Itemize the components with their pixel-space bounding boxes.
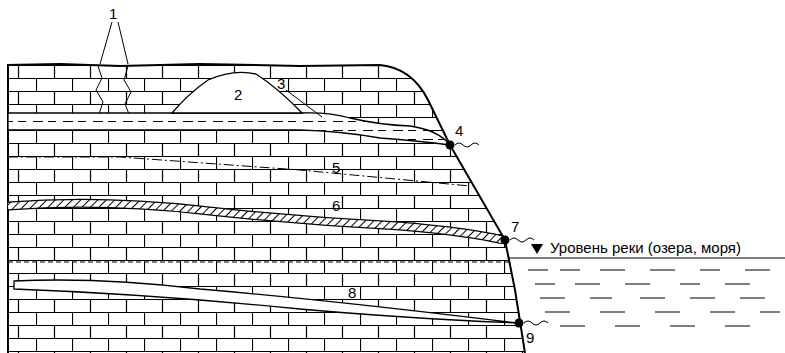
spring-flow bbox=[455, 143, 479, 147]
callout-number: 9 bbox=[526, 330, 534, 345]
level-triangle bbox=[531, 244, 543, 254]
karst-cave bbox=[172, 72, 302, 113]
fracture bbox=[96, 66, 103, 114]
leader-line bbox=[100, 22, 128, 64]
spring-flow bbox=[524, 321, 548, 325]
water-level-line bbox=[509, 258, 785, 259]
water-dashes bbox=[528, 270, 780, 326]
spring-dot bbox=[515, 319, 524, 328]
water-channel bbox=[14, 280, 517, 323]
fracture bbox=[124, 66, 131, 114]
spring-dot bbox=[446, 141, 455, 150]
callout-number: 6 bbox=[332, 198, 340, 213]
limestone-mass bbox=[8, 65, 525, 353]
hatched-band bbox=[8, 203, 503, 240]
spring-flow bbox=[510, 238, 534, 242]
level-dashed-line bbox=[8, 262, 509, 263]
callout-number: 5 bbox=[332, 160, 340, 175]
callout-number: 7 bbox=[511, 219, 519, 234]
callout-number: 2 bbox=[234, 87, 242, 102]
karst-water-lens bbox=[8, 113, 450, 145]
spring-dot bbox=[501, 236, 510, 245]
callout-number: 1 bbox=[109, 6, 117, 21]
leader-line bbox=[286, 90, 322, 117]
water-level-label: Уровень реки (озера, моря) bbox=[550, 240, 741, 255]
callout-number: 3 bbox=[277, 76, 285, 91]
callout-number: 4 bbox=[455, 123, 463, 138]
rock-outline bbox=[8, 64, 525, 353]
dash-dot-line bbox=[8, 157, 470, 186]
hatched-band-outline bbox=[8, 203, 503, 240]
callout-number: 8 bbox=[348, 285, 356, 300]
